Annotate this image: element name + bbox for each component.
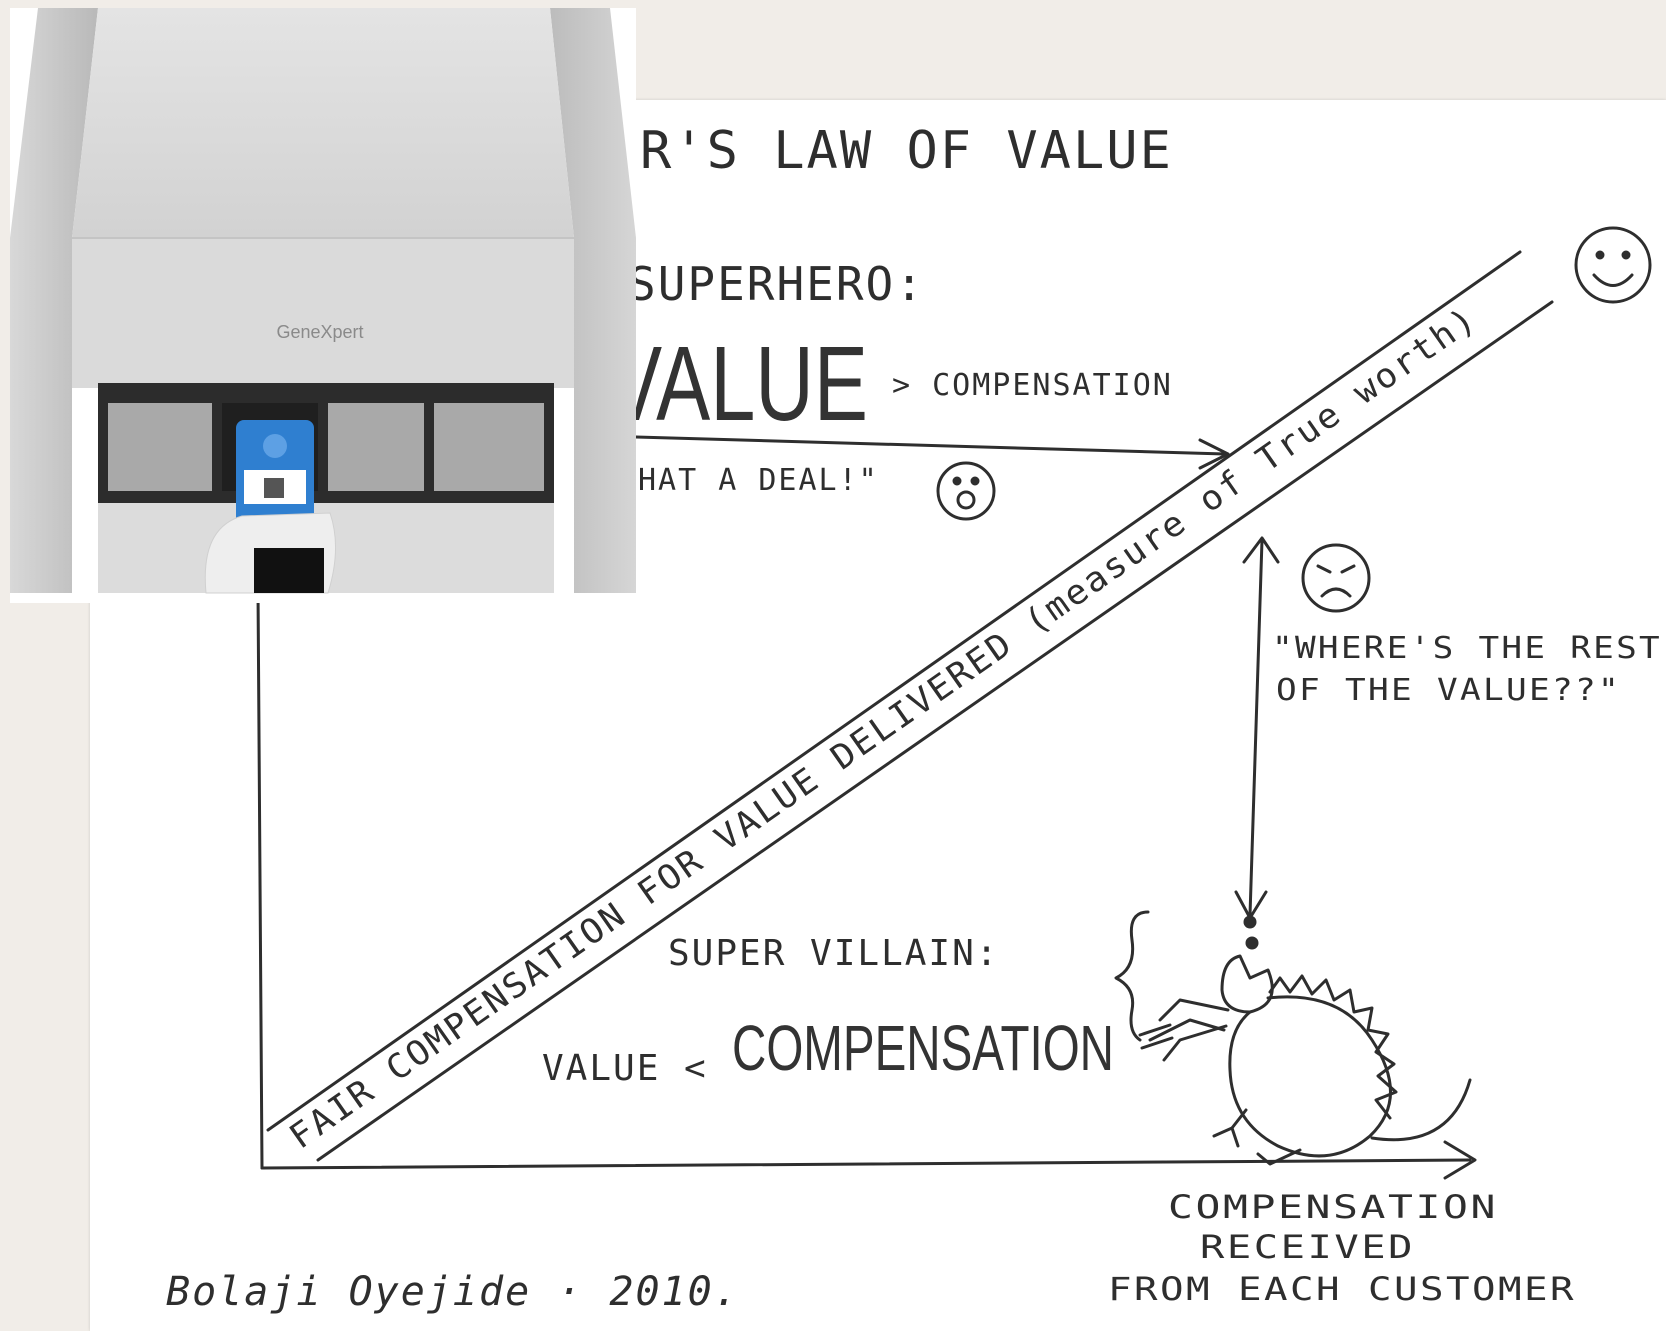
module-slot-4 <box>434 403 544 491</box>
supervillain-value-word: VALUE < <box>542 1048 708 1089</box>
module-slot-1 <box>108 403 212 491</box>
villain-brace <box>1114 910 1150 1042</box>
gap-quote-line-2: OF THE VALUE??" <box>1276 673 1621 708</box>
superhero-heading: SUPERHERO: <box>628 257 925 311</box>
x-axis-label-line-2: RECEIVED <box>1200 1228 1415 1266</box>
diagonal-band-upper <box>266 250 1522 1132</box>
gap-arrowhead-top <box>1242 536 1280 564</box>
superhero-value-word: VALUE <box>608 325 868 443</box>
surprised-face-icon <box>936 461 996 521</box>
superhero-arrow <box>634 435 1227 456</box>
x-axis-arrowhead <box>1443 1140 1477 1180</box>
y-axis-line <box>256 588 264 1170</box>
x-axis-label-line-1: COMPENSATION <box>1168 1188 1498 1226</box>
diagram-title: R'S LAW OF VALUE <box>640 121 1173 181</box>
signature: Bolaji Oyejide · 2010. <box>166 1269 740 1315</box>
gap-arrow-line <box>1248 538 1264 917</box>
genexpert-photo: GeneXpert <box>10 8 636 603</box>
device-top-surface <box>72 8 574 238</box>
scribble-marks <box>1138 1023 1174 1050</box>
x-axis-line <box>260 1158 1472 1170</box>
superhero-arrowhead <box>1198 438 1230 470</box>
diagonal-band-lower <box>316 300 1554 1162</box>
x-axis-label-line-3: FROM EACH CUSTOMER <box>1108 1270 1576 1308</box>
genexpert-device-illustration: GeneXpert <box>10 8 636 603</box>
superhero-quote: HAT A DEAL!" <box>638 463 879 498</box>
supervillain-heading: SUPER VILLAIN: <box>668 933 999 974</box>
superhero-comparison: > COMPENSATION <box>892 368 1173 403</box>
gap-quote-line-1: "WHERE'S THE REST <box>1272 631 1662 666</box>
supervillain-compensation-word: COMPENSATION <box>732 1012 1114 1084</box>
device-front-upper <box>72 238 574 388</box>
smiley-icon <box>1574 226 1652 304</box>
value-law-sketch: R'S LAW OF VALUE SUPERHERO: VALUE > COMP… <box>90 100 1666 1331</box>
sleeve <box>254 548 324 593</box>
dinosaur-villain-icon <box>1148 915 1472 1166</box>
module-slot-3 <box>328 403 424 491</box>
frowning-face-icon <box>1301 543 1371 613</box>
device-left-panel <box>10 8 98 593</box>
device-brand-label: GeneXpert <box>276 322 363 342</box>
device-right-panel <box>550 8 636 593</box>
